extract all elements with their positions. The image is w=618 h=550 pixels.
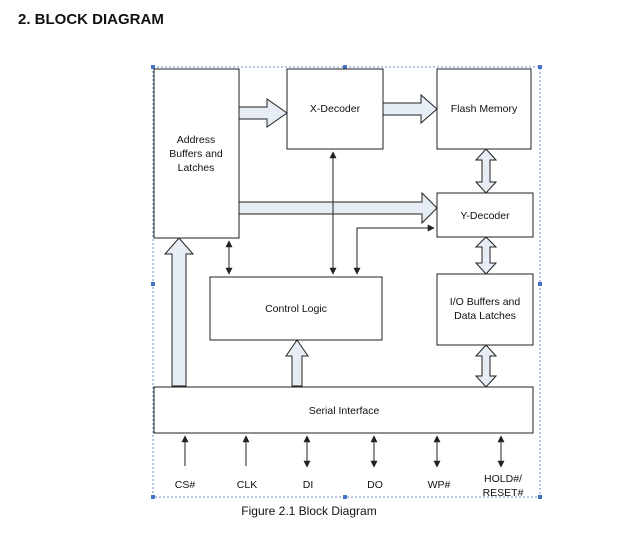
flash-memory-block [436, 68, 532, 150]
address-to-ydecoder-arrow [238, 191, 438, 225]
flash-ydecoder-arrow [474, 148, 498, 194]
y-decoder-label: Y-Decoder [460, 210, 510, 222]
x-decoder-block [286, 68, 384, 150]
io-serial-arrow [474, 344, 498, 388]
io-buffers-label-2: Data Latches [454, 310, 516, 322]
pin-di-label: DI [303, 479, 314, 491]
serial-to-control-arrow [285, 339, 309, 387]
address-label-1: Address [177, 134, 216, 146]
serial-to-address-arrow [163, 237, 195, 387]
control-ydecoder-line [353, 224, 435, 275]
ydecoder-io-arrow [474, 236, 498, 275]
pin-clk-label: CLK [237, 479, 257, 491]
serial-interface-block [153, 386, 534, 434]
address-label-3: Latches [178, 162, 215, 174]
control-logic-block [209, 276, 383, 341]
io-buffers-label-1: I/O Buffers and [450, 296, 521, 308]
address-buffers-block [153, 68, 240, 239]
control-logic-label: Control Logic [265, 303, 327, 315]
xdecoder-to-flash-arrow [382, 93, 438, 125]
x-decoder-label: X-Decoder [310, 103, 361, 115]
pin-cs-label: CS# [175, 479, 196, 491]
section-heading: 2. BLOCK DIAGRAM [18, 11, 164, 28]
selection-handles[interactable] [151, 65, 542, 499]
pin-do-label: DO [367, 479, 383, 491]
flash-memory-label: Flash Memory [451, 103, 518, 115]
pin-wp-label: WP# [428, 479, 451, 491]
address-label-2: Buffers and [169, 148, 223, 160]
figure-caption: Figure 2.1 Block Diagram [241, 504, 377, 518]
pin-hold-label-2: RESET# [483, 487, 524, 499]
y-decoder-block [436, 192, 534, 238]
io-buffers-block [436, 273, 534, 346]
serial-interface-label: Serial Interface [309, 405, 380, 417]
address-to-xdecoder-arrow [238, 98, 288, 128]
pin-hold-label-1: HOLD#/ [484, 473, 522, 485]
